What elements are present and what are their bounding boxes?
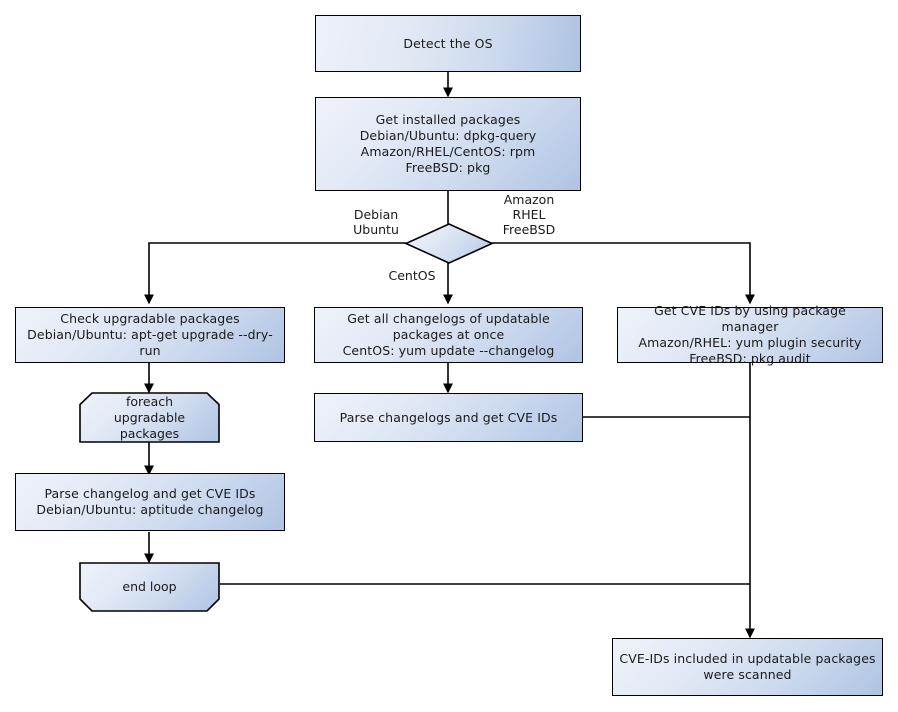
node-parse-changelog-left-label: Parse changelog and get CVE IDs Debian/U… (36, 486, 264, 517)
edge-decision-right (491, 242, 755, 305)
node-os-decision-outline (404, 223, 494, 264)
node-parse-changelogs-middle[interactable]: Parse changelogs and get CVE IDs (314, 393, 583, 442)
edge-label-amazon-rhel-freebsd: Amazon RHEL FreeBSD (502, 192, 556, 237)
node-get-cve-ids-pkgmgr-label: Get CVE IDs by using package manager Ama… (638, 303, 862, 366)
node-check-upgradable[interactable]: Check upgradable packages Debian/Ubuntu:… (15, 307, 285, 363)
edge-decision-left (144, 242, 406, 305)
node-foreach-upgradable[interactable]: foreach upgradable packages (80, 393, 219, 442)
node-parse-changelogs-middle-label: Parse changelogs and get CVE IDs (339, 409, 558, 425)
node-get-all-changelogs-label: Get all changelogs of updatable packages… (342, 311, 555, 358)
node-scanned-result[interactable]: CVE-IDs included in updatable packages w… (612, 638, 883, 696)
node-check-upgradable-label: Check upgradable packages Debian/Ubuntu:… (27, 311, 273, 358)
node-foreach-outline (79, 392, 220, 443)
node-get-cve-ids-pkgmgr[interactable]: Get CVE IDs by using package manager Ama… (617, 303, 883, 366)
node-end-loop[interactable]: end loop (80, 563, 219, 611)
node-detect-os-label: Detect the OS (403, 35, 493, 51)
node-get-installed-packages-label: Get installed packages Debian/Ubuntu: dp… (359, 112, 537, 175)
node-scanned-result-label: CVE-IDs included in updatable packages w… (619, 651, 876, 682)
node-get-all-changelogs[interactable]: Get all changelogs of updatable packages… (314, 307, 583, 363)
node-end-loop-label: end loop (122, 579, 177, 594)
edge-label-debian-ubuntu: Debian Ubuntu (353, 207, 399, 237)
edge-label-centos: CentOS (388, 268, 436, 283)
node-end-loop-outline (79, 562, 220, 612)
node-parse-changelog-left[interactable]: Parse changelog and get CVE IDs Debian/U… (15, 473, 285, 531)
node-detect-os[interactable]: Detect the OS (315, 15, 581, 72)
node-get-installed-packages[interactable]: Get installed packages Debian/Ubuntu: dp… (315, 97, 581, 191)
node-foreach-upgradable-label: foreach upgradable packages (113, 393, 186, 441)
